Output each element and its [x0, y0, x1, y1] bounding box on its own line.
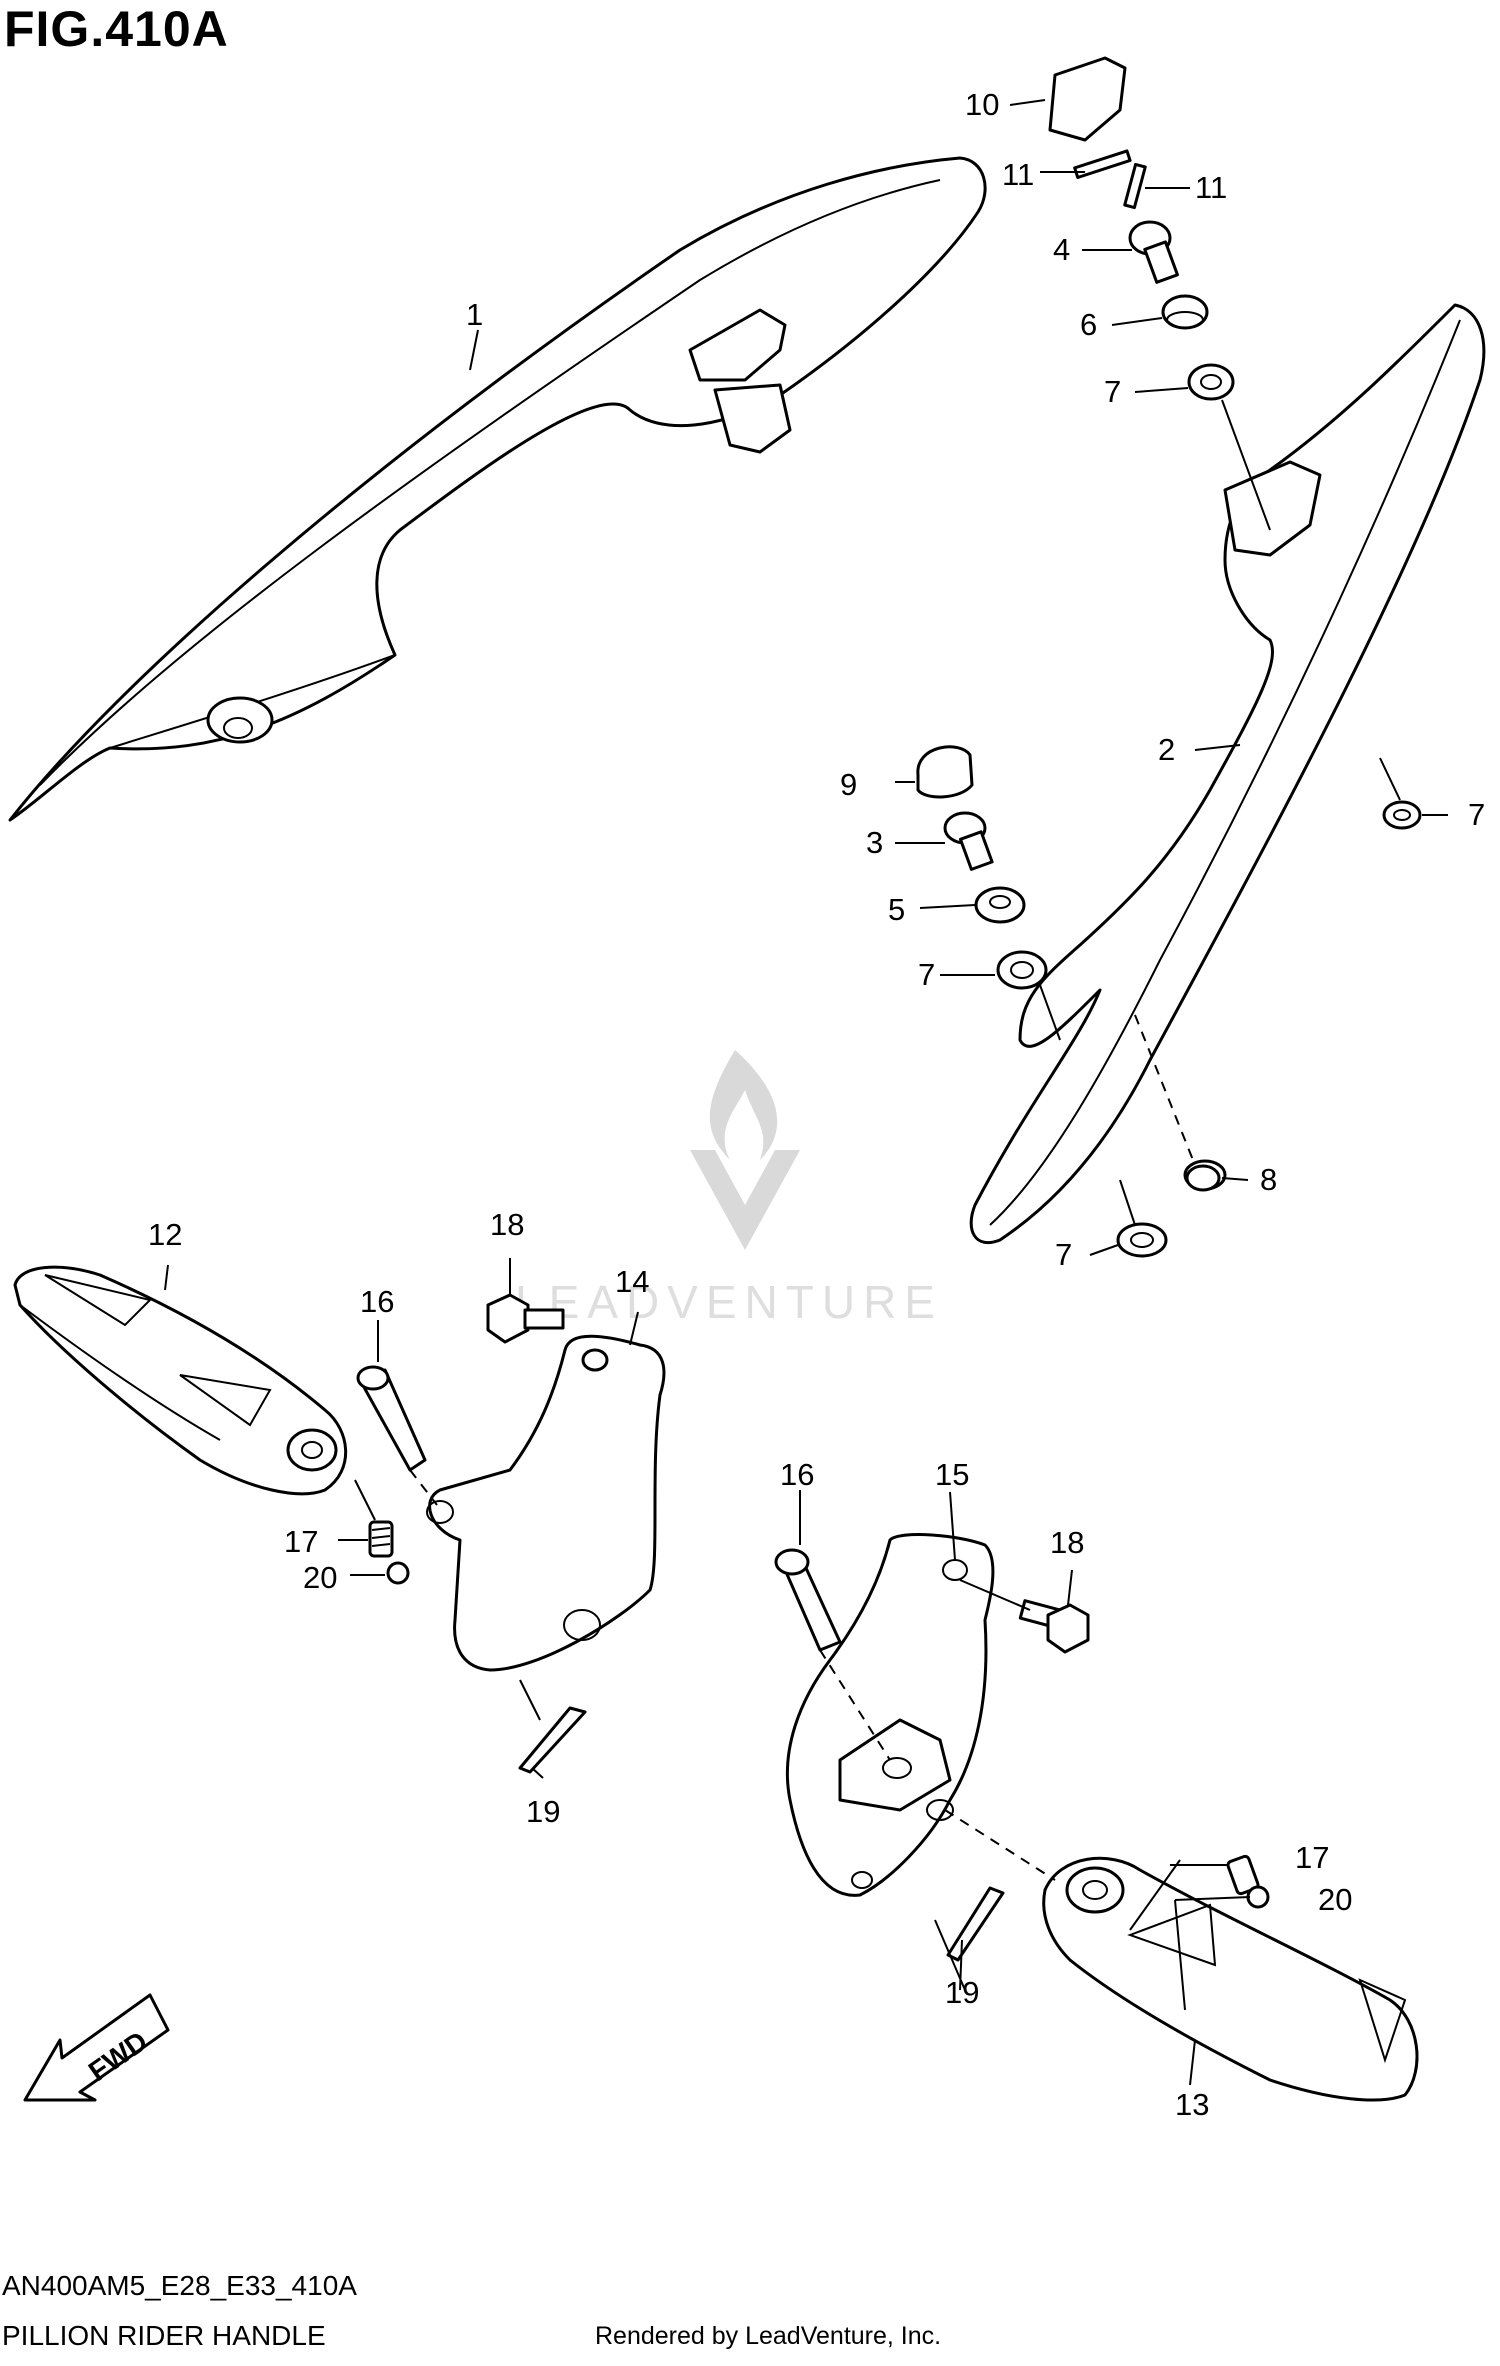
callout-3: 3 [866, 825, 883, 860]
part-16-pin-right[interactable] [774, 1548, 842, 1652]
callout-11-right: 11 [1195, 170, 1227, 205]
callout-8: 8 [1260, 1162, 1277, 1197]
callout-13: 13 [1175, 2087, 1209, 2122]
callout-18-right: 18 [1050, 1525, 1084, 1560]
part-10-cover[interactable] [1048, 56, 1127, 142]
callout-11-left: 11 [1002, 157, 1034, 192]
callout-18-left: 18 [490, 1207, 524, 1242]
callout-20-right: 20 [1318, 1882, 1352, 1917]
part-11-pin-a[interactable] [1073, 149, 1132, 179]
part-15-bracket-right[interactable] [785, 1533, 995, 1897]
part-17-spring-left[interactable] [368, 1520, 394, 1558]
part-1-handle-left[interactable] [8, 156, 987, 822]
callout-4: 4 [1053, 232, 1070, 267]
part-8-plug[interactable] [1185, 1164, 1221, 1192]
callout-7-top: 7 [1104, 374, 1121, 409]
fwd-arrow-icon: FWD [23, 1993, 170, 2102]
callout-5: 5 [888, 892, 905, 927]
callout-12: 12 [148, 1217, 182, 1252]
part-3-bolt[interactable] [943, 811, 994, 871]
callout-14: 14 [615, 1264, 649, 1299]
callout-7-right: 7 [1468, 797, 1485, 832]
callout-labels: 1 2 3 4 5 6 7 7 7 7 8 9 10 11 11 12 13 1… [148, 87, 1485, 2122]
callout-17-left: 17 [284, 1524, 318, 1559]
callout-20-left: 20 [303, 1560, 337, 1595]
callout-10: 10 [965, 87, 999, 122]
diagram-code: AN400AM5_E28_E33_410A [2, 2270, 357, 2301]
part-13-footrest-right[interactable] [1042, 1856, 1419, 2102]
callout-7-bottom: 7 [1055, 1237, 1072, 1272]
callout-17-right: 17 [1295, 1840, 1329, 1875]
leader-lines [164, 99, 1448, 2086]
part-7-washer-top[interactable] [1187, 363, 1235, 401]
callout-15: 15 [935, 1457, 969, 1492]
figure-title: FIG.410A [4, 1, 229, 57]
part-16-pin-left[interactable] [356, 1365, 427, 1472]
part-14-bracket-left[interactable] [426, 1334, 666, 1672]
part-19-cotter-left[interactable] [518, 1706, 587, 1774]
part-20-ball-left[interactable] [386, 1561, 410, 1585]
callout-7-mid: 7 [918, 957, 935, 992]
callout-19-left: 19 [526, 1794, 560, 1829]
part-20-ball-right[interactable] [1246, 1885, 1270, 1909]
part-7-washer-right[interactable] [1382, 800, 1422, 830]
callout-16-left: 16 [360, 1284, 394, 1319]
diagram-name: PILLION RIDER HANDLE [2, 2320, 326, 2351]
part-6-collar[interactable] [1161, 294, 1209, 330]
part-5-collar[interactable] [974, 886, 1026, 924]
leadventure-watermark: LEADVENTURE [515, 1050, 943, 1328]
callout-9: 9 [840, 767, 857, 802]
callout-2: 2 [1158, 732, 1175, 767]
part-4-bolt[interactable] [1128, 220, 1179, 284]
part-19-cotter-right[interactable] [946, 1886, 1005, 1962]
part-18-bolt-right[interactable] [1018, 1599, 1090, 1654]
part-7-washer-mid[interactable] [996, 950, 1048, 990]
watermark-text: LEADVENTURE [515, 1276, 943, 1328]
part-12-footrest-left[interactable] [13, 1265, 348, 1496]
part-11-pin-b[interactable] [1123, 162, 1147, 210]
callout-19-right: 19 [945, 1975, 979, 2010]
callout-6: 6 [1080, 307, 1097, 342]
part-2-handle-right[interactable] [969, 303, 1486, 1244]
callout-16-right: 16 [780, 1457, 814, 1492]
callout-1: 1 [466, 297, 483, 332]
part-9-cap[interactable] [916, 745, 974, 799]
part-7-washer-bottom[interactable] [1116, 1222, 1168, 1258]
render-credit: Rendered by LeadVenture, Inc. [595, 2322, 942, 2350]
